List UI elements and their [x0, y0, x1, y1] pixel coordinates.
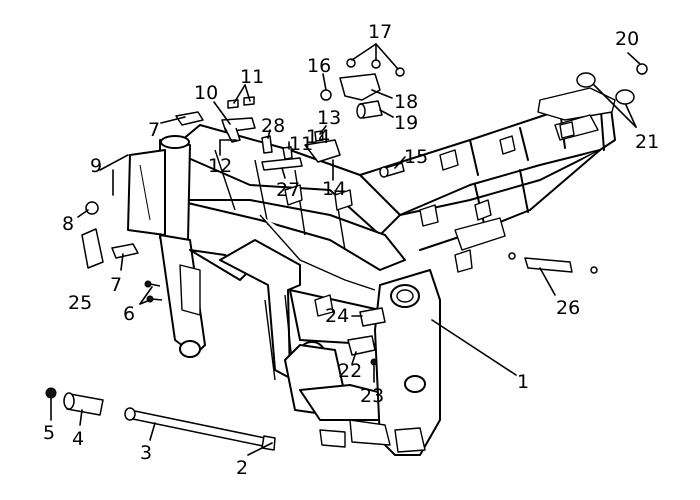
callout-9: 9	[90, 155, 102, 177]
rubber-pad-7-lower	[111, 243, 139, 259]
screws-17	[346, 58, 405, 77]
bolts-6	[144, 280, 163, 303]
callout-15: 15	[404, 146, 428, 168]
callout-25: 25	[68, 292, 92, 314]
callout-20: 20	[615, 28, 639, 50]
callout-22: 22	[338, 360, 362, 382]
nut-8	[85, 201, 99, 215]
callout-2: 2	[236, 457, 248, 479]
callout-28: 28	[261, 115, 285, 137]
callout-13: 13	[317, 107, 341, 129]
callout-27: 27	[276, 179, 300, 201]
callout-12: 12	[208, 155, 232, 177]
sleeve-19	[356, 100, 383, 119]
callout-26: 26	[556, 297, 580, 319]
callout-24: 24	[325, 305, 349, 327]
spacer-tube	[63, 392, 104, 416]
callout-5: 5	[43, 422, 55, 444]
main-frame	[127, 87, 616, 456]
callout-21: 21	[635, 131, 659, 153]
callout-11-top: 11	[240, 66, 264, 88]
loose-parts	[45, 58, 648, 451]
plate-25	[81, 228, 104, 269]
leader-lines	[50, 43, 641, 456]
callout-6: 6	[123, 303, 135, 325]
callout-17: 17	[368, 21, 392, 43]
nut-16	[320, 89, 332, 101]
bracket-18	[339, 73, 381, 101]
callout-labels: 1 2 3 4 5 6 7 7 8 9 10 11 11 12 13 14 14…	[43, 21, 659, 479]
callout-10: 10	[194, 82, 218, 104]
callout-16: 16	[307, 55, 331, 77]
nut-20	[636, 63, 648, 75]
callout-7-lower: 7	[110, 274, 122, 296]
bracket-26	[508, 252, 598, 274]
bracket-13-14	[304, 130, 341, 163]
callout-23: 23	[360, 385, 384, 407]
callout-7-upper: 7	[148, 119, 160, 141]
callout-1: 1	[517, 371, 529, 393]
small-nut-5	[45, 387, 57, 399]
bracket-10-12	[221, 117, 256, 143]
callout-14-lower: 14	[322, 178, 346, 200]
callout-4: 4	[72, 428, 84, 450]
callout-18: 18	[394, 91, 418, 113]
bracket-22	[347, 335, 376, 356]
bracket-24	[359, 307, 386, 327]
bushings-21	[576, 72, 635, 105]
bolt-23	[370, 358, 378, 366]
pivot-axle-bolt	[124, 407, 276, 451]
bolt-28	[261, 135, 273, 154]
callout-11-mid: 11	[289, 133, 313, 155]
callout-3: 3	[140, 442, 152, 464]
callout-19: 19	[394, 112, 418, 134]
bolt-15	[379, 162, 405, 178]
callout-14-upper: 14	[306, 126, 330, 148]
rubber-pad-7-upper	[175, 111, 204, 126]
callout-8: 8	[62, 213, 74, 235]
